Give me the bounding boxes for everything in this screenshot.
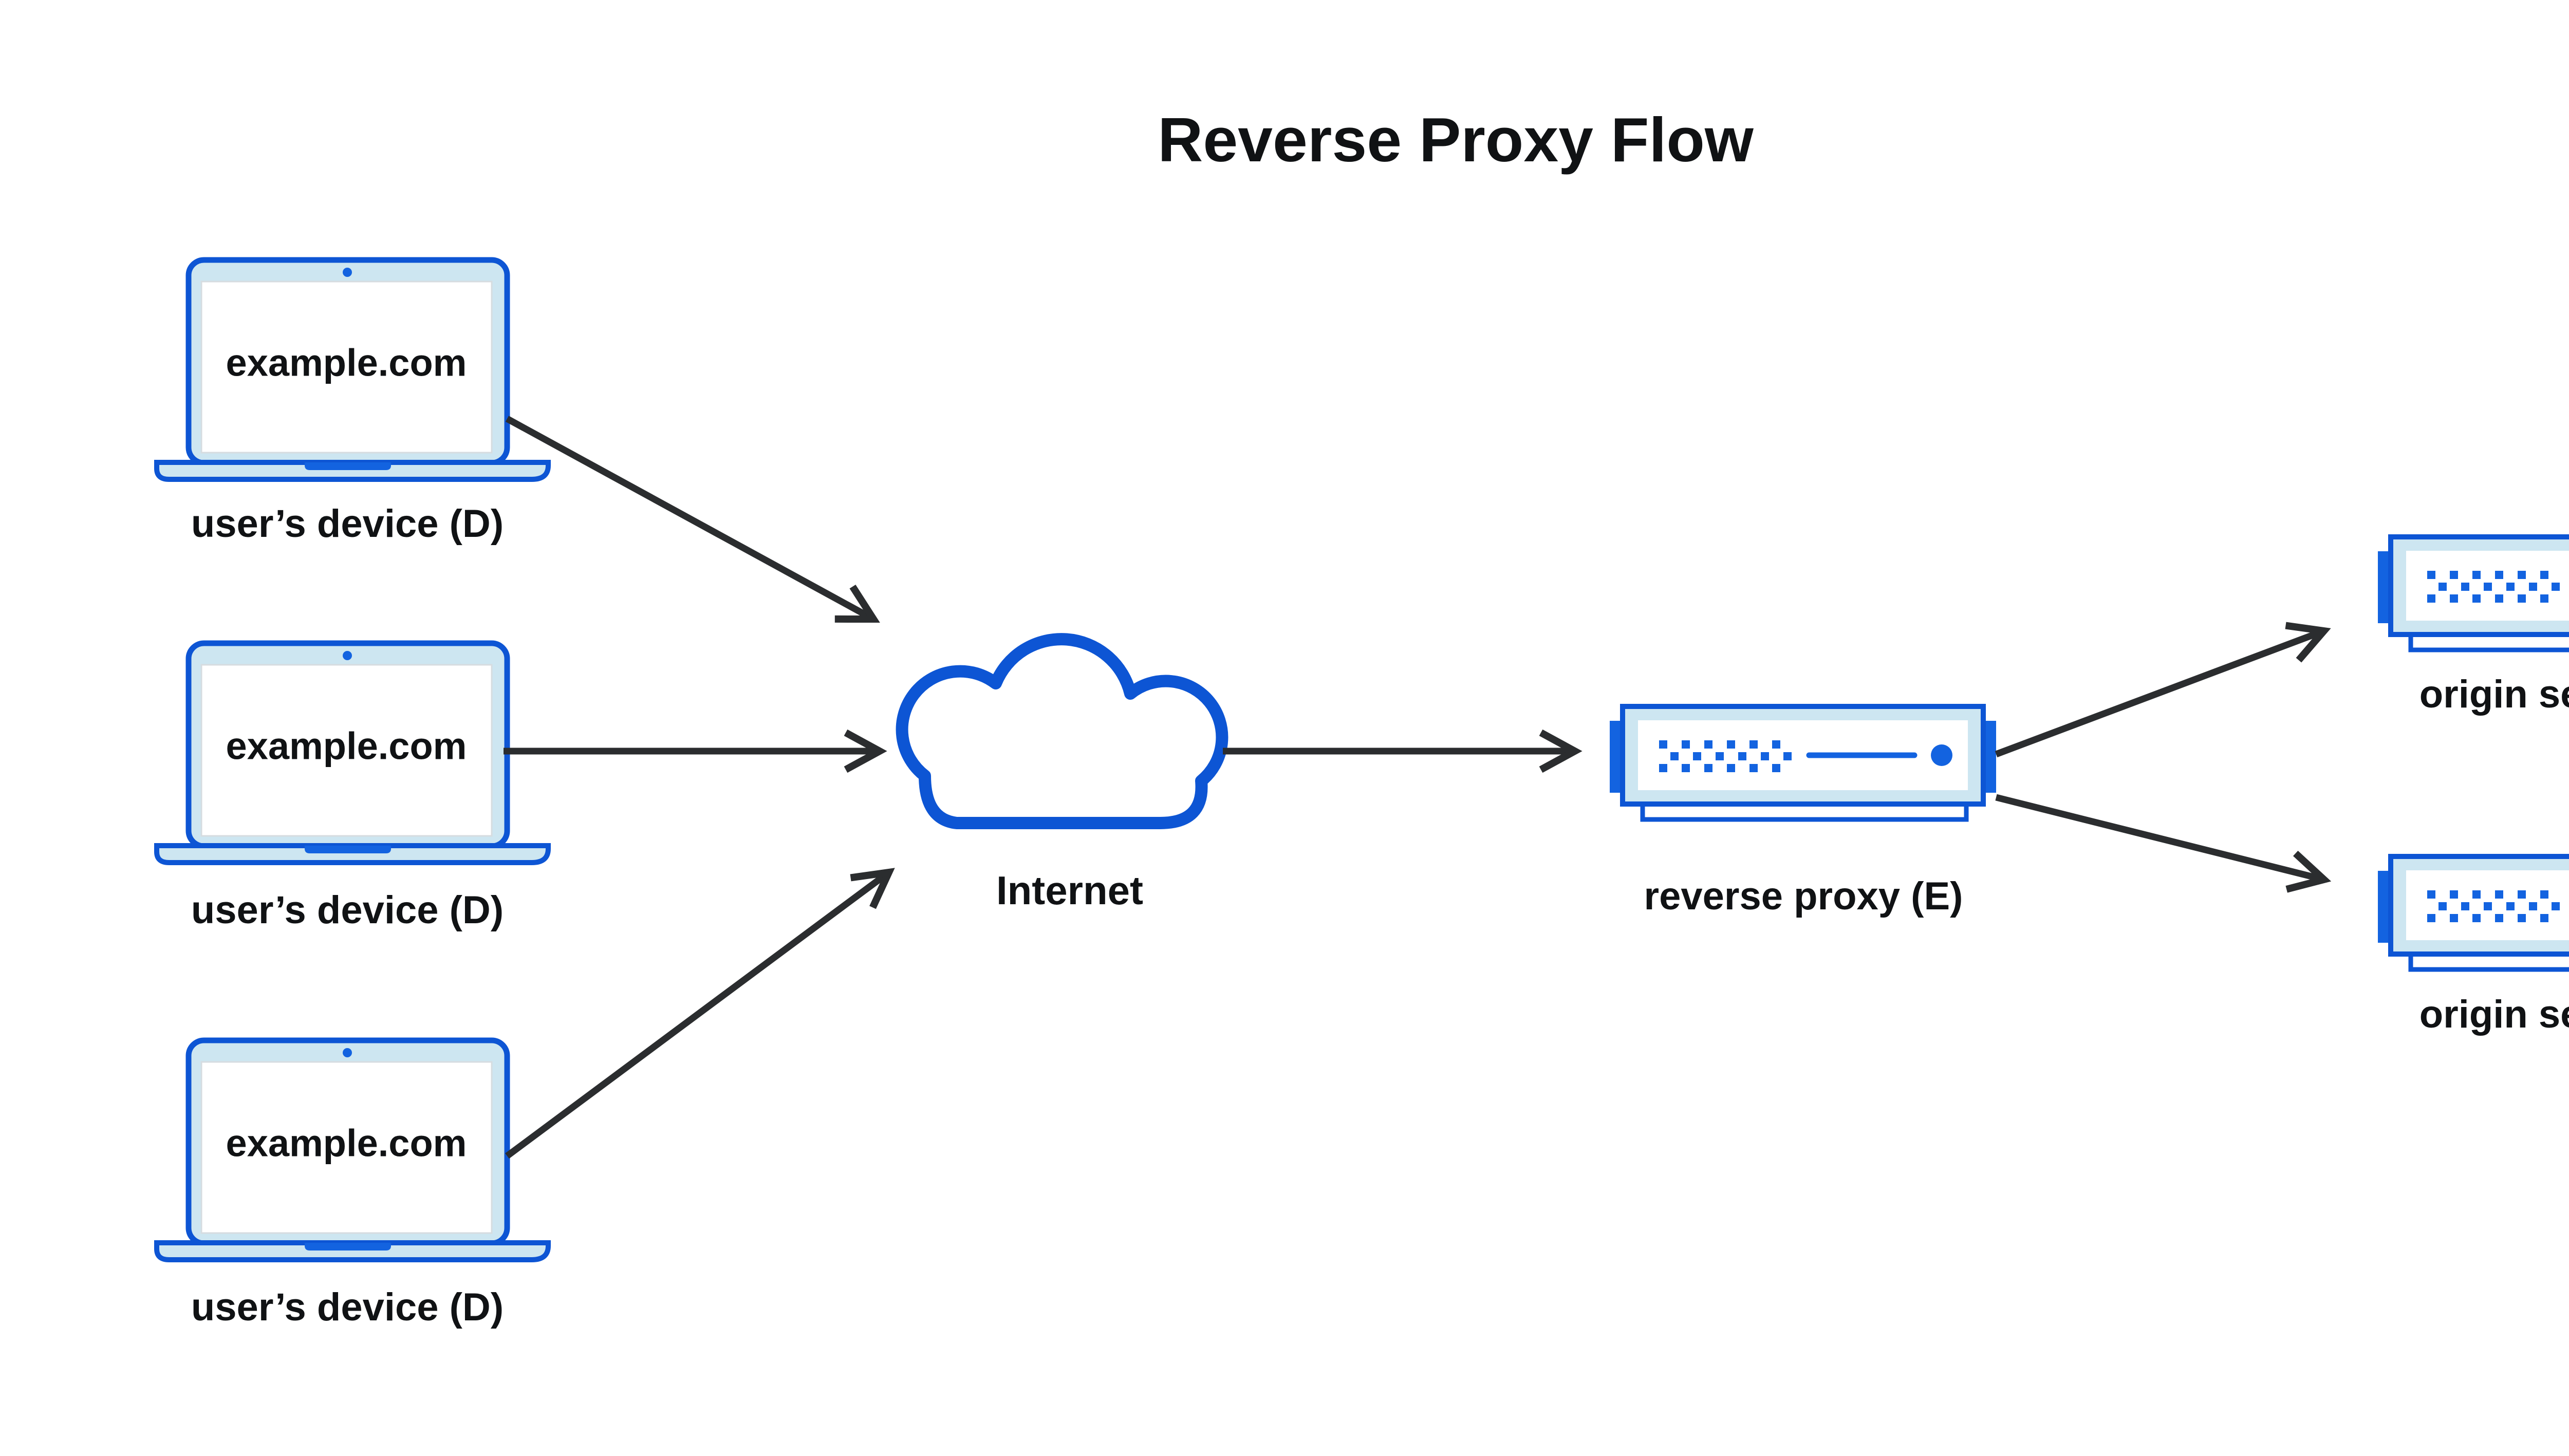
device-label: user’s device (D) xyxy=(191,1285,504,1330)
origin-server-label: origin server (F) xyxy=(2419,673,2569,717)
device-label: user’s device (D) xyxy=(191,888,504,932)
arrow-proxy-to-origin2 xyxy=(1995,794,2332,893)
arrow-proxy-to-origin1 xyxy=(1995,622,2331,758)
device-label: user’s device (D) xyxy=(191,502,504,546)
arrow-device3-to-internet xyxy=(505,868,895,1159)
server-icon xyxy=(2378,856,2569,969)
reverse-proxy-label: reverse proxy (E) xyxy=(1644,874,1963,919)
page-title: Reverse Proxy Flow xyxy=(1158,104,1754,175)
cloud-icon xyxy=(896,633,1228,829)
device-screen-url: example.com xyxy=(226,341,467,384)
origin-server-label: origin server (F) xyxy=(2419,993,2569,1037)
device-screen-url: example.com xyxy=(226,1122,467,1165)
arrow-device1-to-internet xyxy=(505,416,880,623)
server-icon xyxy=(2378,537,2569,650)
server-icon xyxy=(1610,706,1996,819)
device-screen-url: example.com xyxy=(226,724,467,768)
internet-label: Internet xyxy=(996,868,1144,913)
